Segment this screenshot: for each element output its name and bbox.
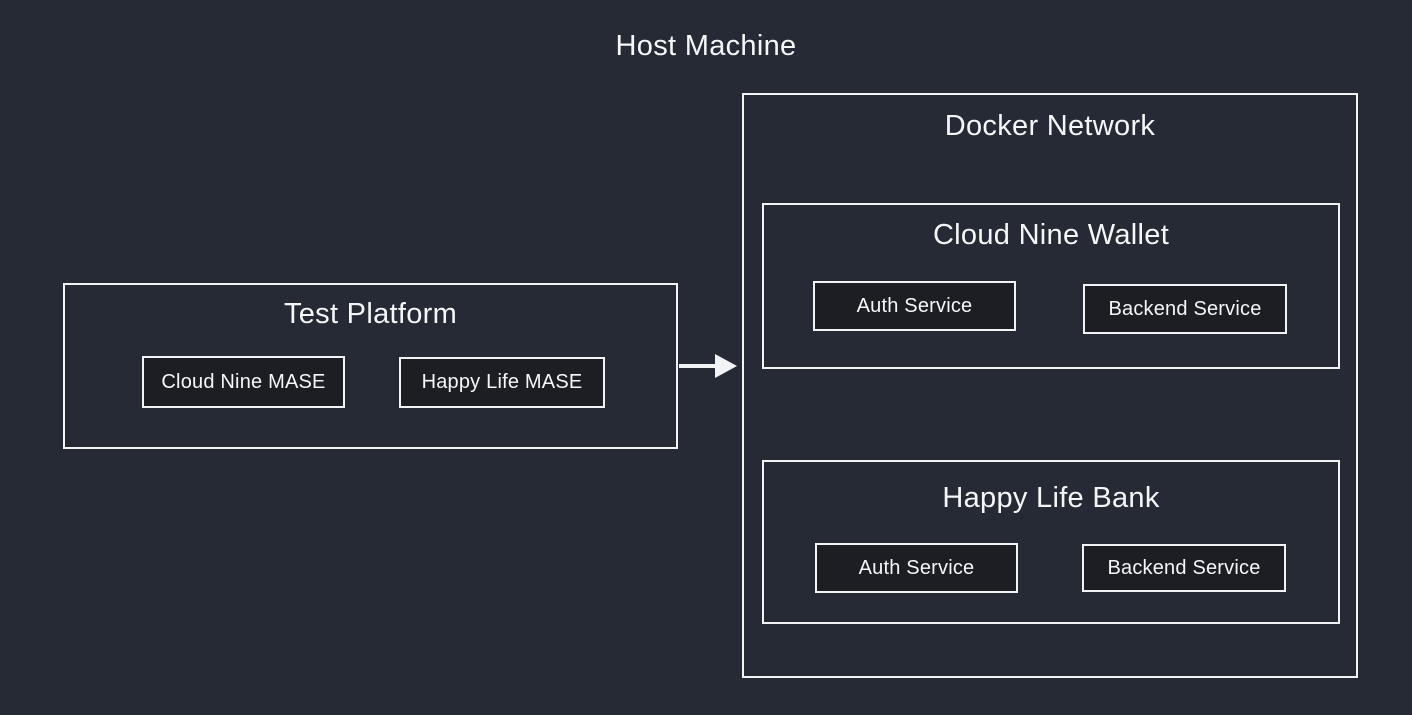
happy-life-auth-service-box: Auth Service — [815, 543, 1018, 593]
cloud-nine-auth-service-label: Auth Service — [857, 295, 973, 318]
happy-life-auth-service-label: Auth Service — [859, 557, 975, 580]
cloud-nine-mase-label: Cloud Nine MASE — [161, 371, 325, 394]
cloud-nine-mase-box: Cloud Nine MASE — [142, 356, 345, 408]
cloud-nine-backend-service-box: Backend Service — [1083, 284, 1287, 334]
test-platform-title: Test Platform — [65, 297, 676, 331]
cloud-nine-wallet-title: Cloud Nine Wallet — [764, 218, 1338, 252]
docker-network-box: Docker Network Cloud Nine Wallet Auth Se… — [742, 93, 1358, 678]
test-platform-box: Test Platform Cloud Nine MASE Happy Life… — [63, 283, 678, 449]
arrow-test-platform-to-docker-network-icon — [679, 350, 740, 384]
happy-life-bank-title: Happy Life Bank — [764, 481, 1338, 515]
cloud-nine-auth-service-box: Auth Service — [813, 281, 1016, 331]
happy-life-backend-service-box: Backend Service — [1082, 544, 1286, 592]
cloud-nine-wallet-box: Cloud Nine Wallet Auth Service Backend S… — [762, 203, 1340, 369]
happy-life-mase-box: Happy Life MASE — [399, 357, 605, 408]
happy-life-mase-label: Happy Life MASE — [422, 371, 583, 394]
host-machine-label: Host Machine — [0, 30, 1412, 62]
cloud-nine-backend-service-label: Backend Service — [1108, 298, 1261, 321]
docker-network-title: Docker Network — [744, 109, 1356, 143]
happy-life-bank-box: Happy Life Bank Auth Service Backend Ser… — [762, 460, 1340, 624]
happy-life-backend-service-label: Backend Service — [1107, 557, 1260, 580]
